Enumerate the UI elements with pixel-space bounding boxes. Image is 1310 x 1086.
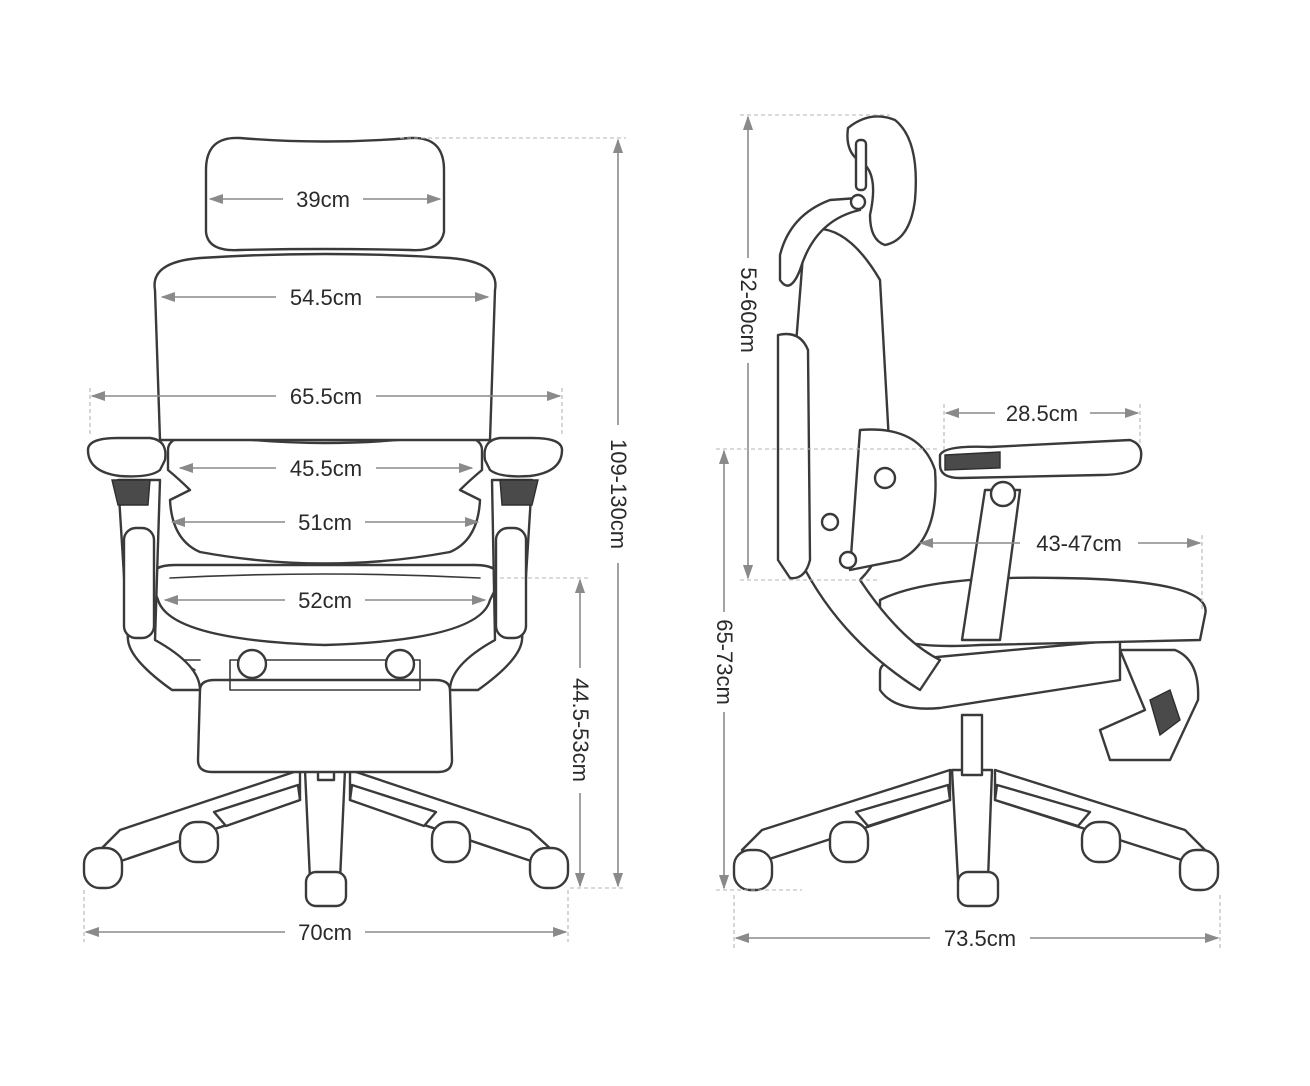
base-depth-label: 73.5cm [944, 926, 1016, 951]
side-seat [878, 576, 1207, 648]
lumbar-inner-width-label: 51cm [298, 510, 352, 535]
side-footrest [1098, 648, 1200, 762]
seat-height-label: 44.5-53cm [568, 678, 593, 782]
front-backrest [153, 252, 497, 442]
front-armpad-left [86, 436, 167, 478]
armrest-height-label: 65-73cm [712, 619, 737, 705]
backrest-width-label: 54.5cm [290, 285, 362, 310]
front-armpad-right [483, 436, 564, 478]
armrest-span-label: 65.5cm [290, 384, 362, 409]
side-base [732, 713, 1220, 908]
front-dimensions [83, 137, 632, 946]
side-back-mesh [776, 332, 812, 580]
side-headrest-arm [778, 196, 862, 287]
armrest-length-label: 28.5cm [1006, 401, 1078, 426]
front-caster [82, 820, 570, 908]
side-lumbar [848, 428, 937, 572]
seat-width-label: 52cm [298, 588, 352, 613]
base-width-label: 70cm [298, 920, 352, 945]
backrest-height-label: 52-60cm [736, 267, 761, 353]
side-dimensions [710, 114, 1221, 952]
lumbar-width-label: 45.5cm [290, 456, 362, 481]
front-footrest [196, 678, 454, 774]
side-view-chair [732, 115, 1220, 908]
seat-depth-label: 43-47cm [1036, 531, 1122, 556]
total-height-label: 109-130cm [606, 439, 631, 549]
headrest-width-label: 39cm [296, 187, 350, 212]
